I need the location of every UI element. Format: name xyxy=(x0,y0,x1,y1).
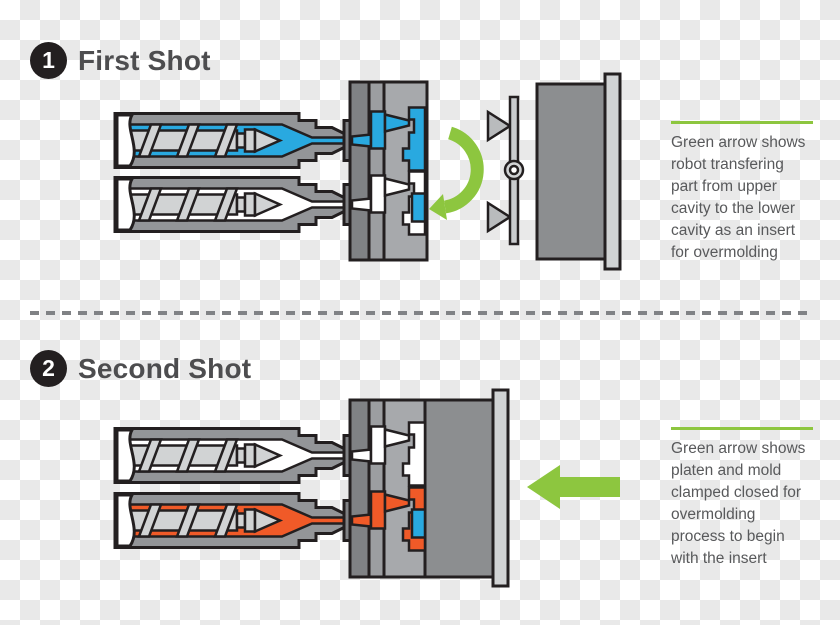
robot-upper-gripper-icon xyxy=(486,109,513,143)
shot1-robot xyxy=(486,95,525,246)
second-shot-note: Green arrow shows platen and mold clampe… xyxy=(671,427,813,570)
shot1-platen-block xyxy=(535,82,607,261)
shot1-platen xyxy=(535,72,622,271)
shot1-blue-insert xyxy=(410,192,427,223)
shot2-platen-bar xyxy=(491,388,510,588)
transfer-arrow-icon xyxy=(429,126,484,220)
shot1-upper-barrel xyxy=(113,112,354,169)
first-shot-title: First Shot xyxy=(78,44,211,76)
clamp-arrow-icon xyxy=(527,465,620,509)
shot2-blue-insert xyxy=(410,508,427,539)
shot2-upper-barrel xyxy=(113,427,354,484)
first-shot-heading: 1 First Shot xyxy=(30,42,211,79)
shot1-mold-plate-b xyxy=(367,80,386,262)
robot-lower-gripper-icon xyxy=(486,200,513,234)
first-shot-diagram xyxy=(113,72,622,271)
step-1-badge: 1 xyxy=(30,42,67,79)
shot2-mold xyxy=(342,388,510,588)
step-2-badge: 2 xyxy=(30,350,67,387)
shot2-mold-plate-a xyxy=(348,398,371,579)
shot2-platen-block xyxy=(423,398,495,579)
second-shot-title: Second Shot xyxy=(78,352,252,384)
second-shot-heading: 2 Second Shot xyxy=(30,350,251,387)
shot1-mold xyxy=(342,80,429,262)
section-divider xyxy=(30,311,809,315)
robot-pivot-center xyxy=(508,164,520,176)
first-shot-note: Green arrow shows robot transfering part… xyxy=(671,121,813,264)
shot1-lower-barrel xyxy=(113,176,354,233)
shot2-lower-barrel xyxy=(113,492,354,549)
shot1-platen-bar xyxy=(603,72,622,271)
shot1-mold-plate-a xyxy=(348,80,371,262)
second-shot-diagram xyxy=(113,388,620,588)
